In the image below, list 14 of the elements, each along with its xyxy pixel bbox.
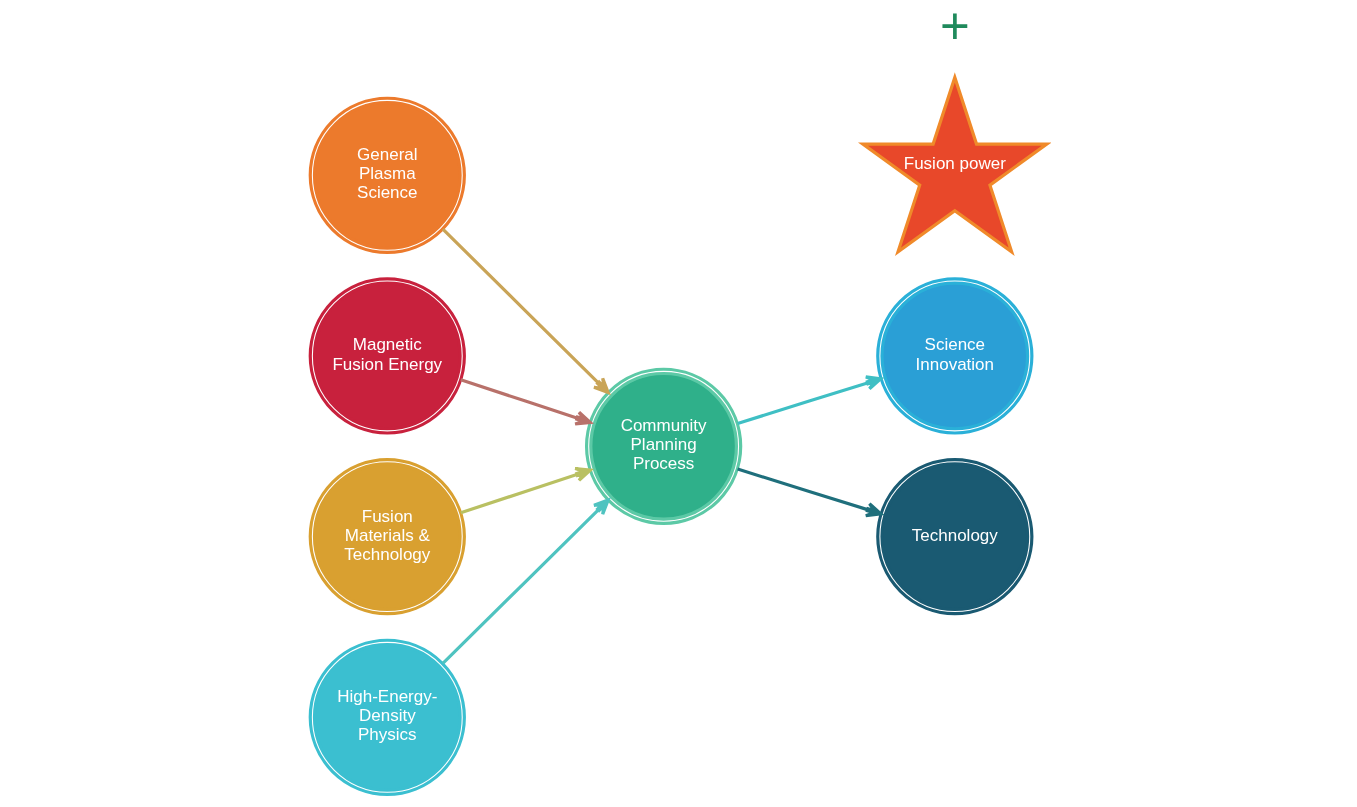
arrow bbox=[441, 498, 610, 665]
node-circle: Science Innovation bbox=[876, 277, 1034, 435]
arrow bbox=[460, 466, 592, 515]
node-circle: Technology bbox=[876, 457, 1034, 616]
node-circle: Community Planning Process bbox=[584, 367, 743, 525]
arrow bbox=[460, 378, 592, 426]
node-circle: Fusion Materials & Technology bbox=[308, 457, 466, 616]
node-circle: Magnetic Fusion Energy bbox=[308, 277, 466, 435]
node-circle: High-Energy-Density Physics bbox=[308, 638, 466, 796]
arrow bbox=[737, 467, 883, 518]
arrow bbox=[441, 228, 610, 395]
node-circle: General Plasma Science bbox=[308, 96, 466, 254]
label: + bbox=[939, 0, 970, 56]
arrow bbox=[737, 375, 883, 425]
